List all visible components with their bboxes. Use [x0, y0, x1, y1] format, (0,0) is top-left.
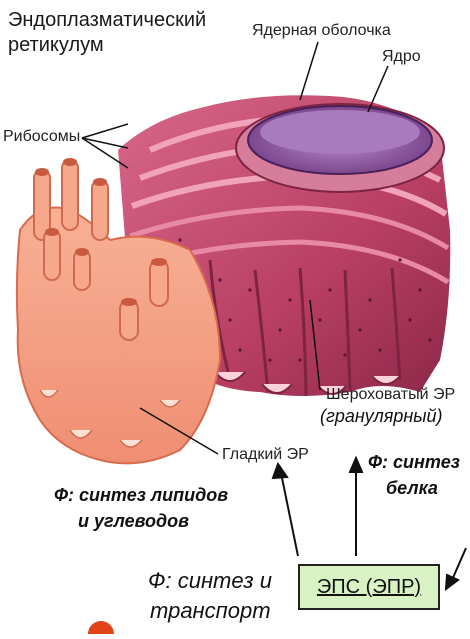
- function-protein-line1: Ф: синтез: [368, 452, 460, 473]
- bullet-dot: [88, 621, 114, 634]
- label-nuclear-envelope: Ядерная оболочка: [252, 22, 391, 40]
- function-lipids-line1: Ф: синтез липидов: [54, 485, 228, 506]
- label-ribosomes: Рибосомы: [3, 128, 80, 146]
- function-transport-line1: Ф: синтез и: [148, 568, 272, 593]
- diagram-title: Эндоплазматический ретикулум: [8, 8, 238, 58]
- function-protein-line2: белка: [386, 478, 438, 499]
- label-rough-er: Шероховатый ЭР: [326, 386, 455, 404]
- function-lipids-line2: и углеводов: [78, 511, 189, 532]
- nucleus: [236, 104, 444, 192]
- eps-box: ЭПС (ЭПР): [298, 564, 440, 610]
- label-granular: (гранулярный): [320, 406, 443, 427]
- eps-box-label: ЭПС (ЭПР): [317, 576, 421, 599]
- label-nucleus: Ядро: [382, 48, 421, 66]
- label-smooth-er: Гладкий ЭР: [222, 446, 309, 464]
- function-transport-line2: транспорт: [150, 598, 271, 623]
